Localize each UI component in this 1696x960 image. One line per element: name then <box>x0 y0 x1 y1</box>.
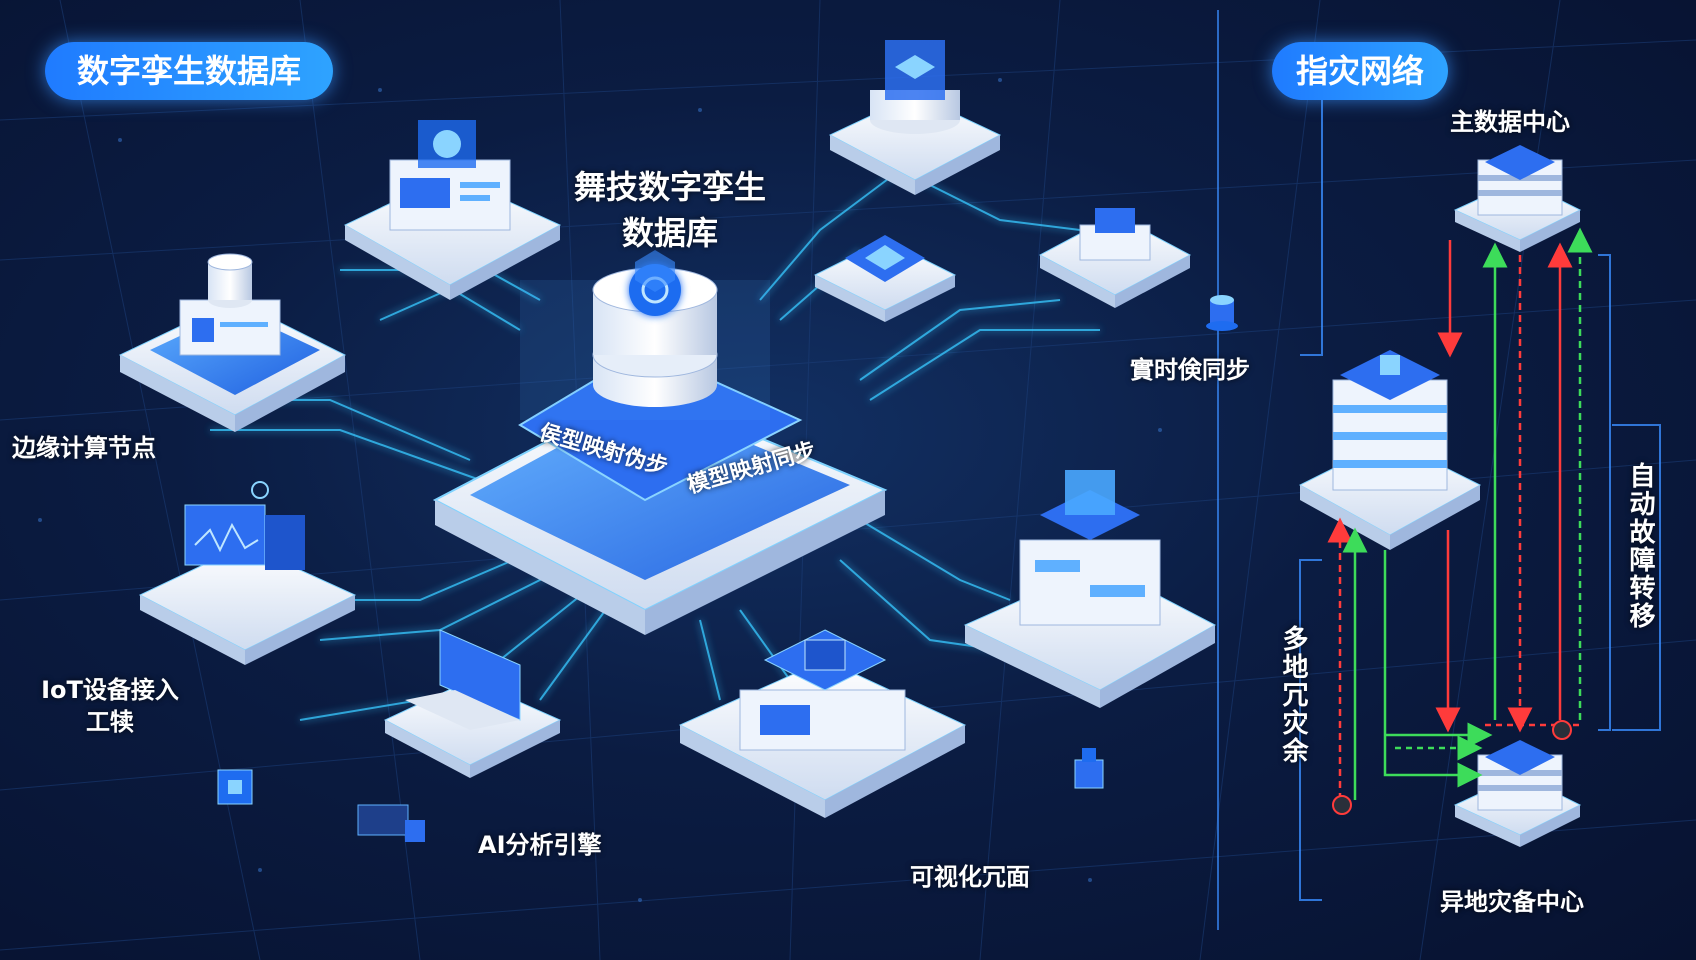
failover-arrows <box>1327 227 1593 800</box>
status-marker-icon <box>1332 720 1572 815</box>
label-realtime-sync: 實时倹同步 <box>1130 356 1250 384</box>
core-node[interactable] <box>432 250 888 635</box>
label-auto-failover: 自动故障转移 <box>1625 462 1655 630</box>
backup-datacenter-node[interactable] <box>1453 740 1582 847</box>
iot-gateway-node[interactable] <box>138 481 357 665</box>
label-visualization: 可视化冗面 <box>910 863 1030 891</box>
label-iot-line2: 工犊 <box>86 708 134 736</box>
server-node-right[interactable] <box>1038 208 1192 308</box>
device-icon <box>357 804 425 842</box>
label-backup-datacenter: 异地灾备中心 <box>1440 888 1584 916</box>
label-main-datacenter: 主数据中心 <box>1450 108 1570 136</box>
server-node-top-center[interactable] <box>828 40 1002 195</box>
server-node-top-left[interactable] <box>343 120 562 300</box>
storage-node-right[interactable] <box>963 470 1217 708</box>
title-pill-digital-twin: 数字孪生数据库 <box>45 42 333 100</box>
connector-brackets <box>1299 85 1661 901</box>
sync-cylinder-icon <box>1206 295 1238 331</box>
ai-engine-node[interactable] <box>383 629 562 778</box>
label-ai-engine: AI分析引擎 <box>478 831 602 859</box>
visualization-node[interactable] <box>678 629 967 818</box>
label-edge-compute: 边缘计算节点 <box>12 434 156 462</box>
small-cube-icon <box>1074 748 1104 789</box>
label-multi-site: 多地冗灾余 <box>1278 625 1308 765</box>
core-title-line2: 数据库 <box>621 214 718 252</box>
edge-compute-node[interactable] <box>118 253 347 432</box>
main-datacenter-node[interactable] <box>1453 145 1582 252</box>
core-title-line1: 舞技数字孪生 <box>573 168 766 206</box>
cube-node-center[interactable] <box>813 235 957 322</box>
background-dots <box>38 78 1162 902</box>
chip-icon <box>217 769 253 805</box>
replica-node[interactable] <box>1298 350 1482 550</box>
label-iot-line1: IoT设备接入 <box>41 676 179 704</box>
title-pill-network: 指灾网络 <box>1272 42 1448 100</box>
